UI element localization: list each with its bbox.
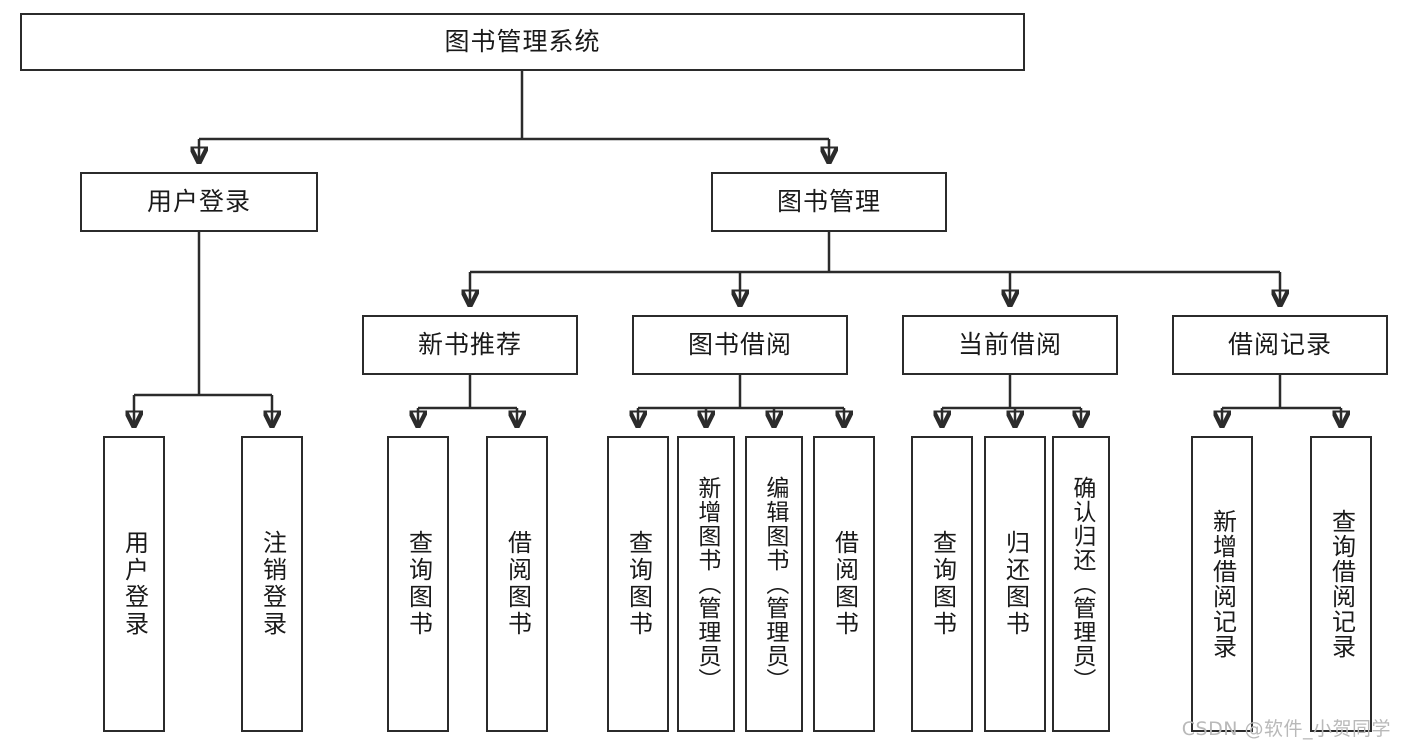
node-current-borrow-label: 当前借阅 — [957, 330, 1062, 360]
node-root-label: 图书管理系统 — [444, 27, 601, 57]
node-leaf-add-record-label: 新增借阅记录 — [1208, 509, 1237, 659]
node-leaf-borrow-book-2-label: 借阅图书 — [830, 530, 859, 638]
node-current-borrow[interactable]: 当前借阅 — [902, 315, 1118, 375]
node-leaf-query-book-1[interactable]: 查询图书 — [387, 436, 449, 732]
node-leaf-user-login-label: 用户登录 — [120, 530, 149, 638]
node-book-borrow-label: 图书借阅 — [687, 330, 792, 360]
node-leaf-edit-book-label: 编辑图书（管理员） — [761, 476, 788, 692]
node-book-manage-label: 图书管理 — [776, 187, 881, 217]
node-leaf-query-book-1-label: 查询图书 — [404, 530, 433, 638]
node-leaf-query-record[interactable]: 查询借阅记录 — [1310, 436, 1372, 732]
csdn-watermark: CSDN @软件_小贺同学 — [1181, 718, 1391, 740]
node-leaf-query-book-2[interactable]: 查询图书 — [607, 436, 669, 732]
node-book-manage[interactable]: 图书管理 — [711, 172, 947, 232]
node-borrow-record[interactable]: 借阅记录 — [1172, 315, 1388, 375]
node-leaf-query-record-label: 查询借阅记录 — [1327, 509, 1356, 659]
node-leaf-add-book-label: 新增图书（管理员） — [693, 476, 720, 692]
node-leaf-add-record[interactable]: 新增借阅记录 — [1191, 436, 1253, 732]
node-leaf-query-book-3[interactable]: 查询图书 — [911, 436, 973, 732]
node-leaf-query-book-3-label: 查询图书 — [928, 530, 957, 638]
node-leaf-borrow-book-1-label: 借阅图书 — [503, 530, 532, 638]
node-new-book-rec[interactable]: 新书推荐 — [362, 315, 578, 375]
node-leaf-add-book[interactable]: 新增图书（管理员） — [677, 436, 735, 732]
node-leaf-confirm-return-label: 确认归还（管理员） — [1068, 476, 1095, 692]
node-leaf-user-logout[interactable]: 注销登录 — [241, 436, 303, 732]
node-leaf-return-book[interactable]: 归还图书 — [984, 436, 1046, 732]
node-user-login[interactable]: 用户登录 — [80, 172, 318, 232]
node-user-login-label: 用户登录 — [146, 187, 251, 217]
node-leaf-return-book-label: 归还图书 — [1001, 530, 1030, 638]
node-leaf-borrow-book-1[interactable]: 借阅图书 — [486, 436, 548, 732]
node-new-book-rec-label: 新书推荐 — [417, 330, 522, 360]
node-leaf-query-book-2-label: 查询图书 — [624, 530, 653, 638]
node-leaf-user-login[interactable]: 用户登录 — [103, 436, 165, 732]
node-root[interactable]: 图书管理系统 — [20, 13, 1025, 71]
node-leaf-user-logout-label: 注销登录 — [258, 530, 287, 638]
node-leaf-confirm-return[interactable]: 确认归还（管理员） — [1052, 436, 1110, 732]
node-leaf-borrow-book-2[interactable]: 借阅图书 — [813, 436, 875, 732]
node-book-borrow[interactable]: 图书借阅 — [632, 315, 848, 375]
node-leaf-edit-book[interactable]: 编辑图书（管理员） — [745, 436, 803, 732]
node-borrow-record-label: 借阅记录 — [1227, 330, 1332, 360]
